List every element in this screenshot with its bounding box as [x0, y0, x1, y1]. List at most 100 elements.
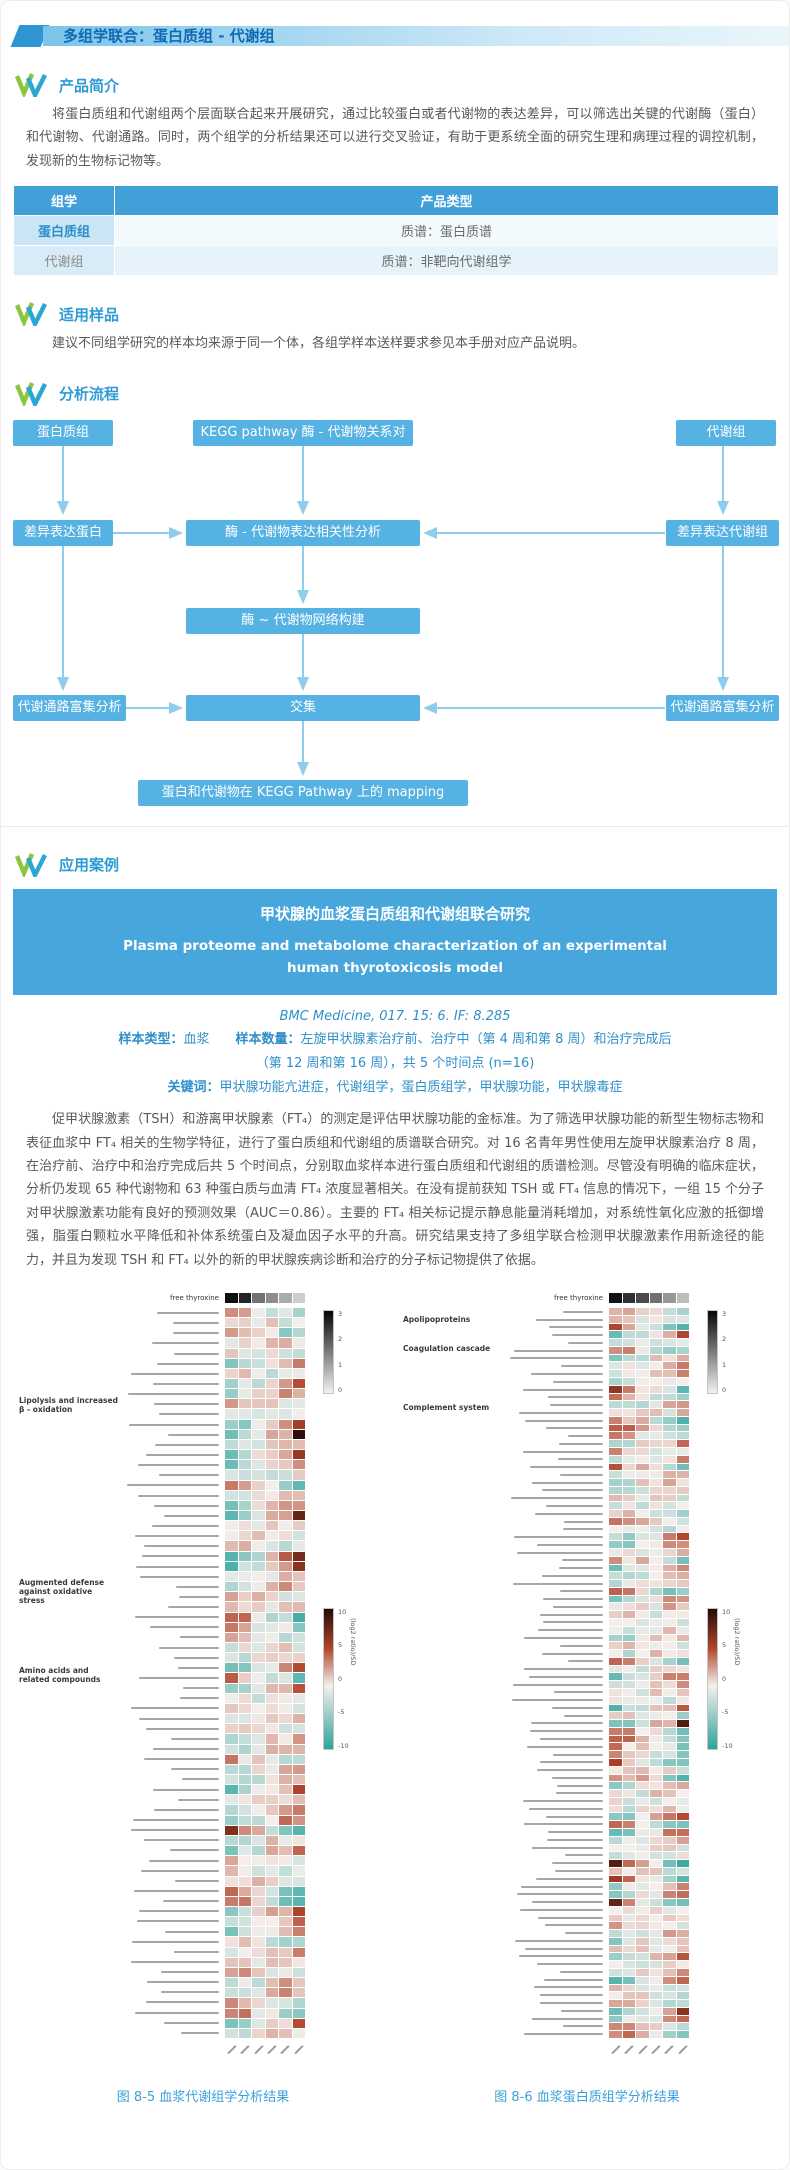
- heatmap-row-label: [152, 1342, 219, 1345]
- heatmap-row-label: [173, 1322, 219, 1325]
- heatmap-cell: [649, 1424, 662, 1432]
- heatmap-cell: [292, 1978, 305, 1988]
- heatmap-cell: [649, 1525, 662, 1533]
- heatmap-cell: [663, 1393, 676, 1401]
- heatmap-row-label: [536, 1769, 603, 1772]
- heatmap-cell: [636, 1486, 649, 1494]
- heatmap-cell: [609, 1346, 622, 1354]
- flow-node-correlation: 酶 - 代谢物表达相关性分析: [186, 519, 420, 546]
- heatmap-cell: [663, 1805, 676, 1813]
- heatmap-cell: [238, 1815, 251, 1825]
- heatmap-cell: [292, 1490, 305, 1500]
- heatmap-cell: [636, 1354, 649, 1362]
- section-head-intro: 产品简介: [15, 73, 775, 97]
- section-title-samples: 适用样品: [59, 305, 120, 324]
- heatmap-cell: [636, 1502, 649, 1510]
- heatmap-cell: [636, 1681, 649, 1689]
- heatmap-cell: [292, 1846, 305, 1856]
- analysis-flowchart: 蛋白质组 KEGG pathway 酶 - 代谢物关系对 代谢组 差异表达蛋白 …: [13, 419, 779, 806]
- heatmap-row-label: [162, 1900, 219, 1903]
- heatmap-cell: [609, 1712, 622, 1720]
- heatmap-cell: [265, 1511, 278, 1521]
- samples-paragraph: 建议不同组学研究的样本均来源于同一个体，各组学样本送样要求参见本手册对应产品说明…: [52, 336, 586, 352]
- heatmap-cell: [676, 1463, 689, 1471]
- heatmap-row-label: [560, 1590, 603, 1593]
- flow-node-kegg-pairs: KEGG pathway 酶 - 代谢物关系对: [193, 419, 413, 446]
- heatmap-cell: [265, 1582, 278, 1592]
- heatmap-cell: [676, 1401, 689, 1409]
- heatmap-cell: [265, 1785, 278, 1795]
- heatmap-row-label: [538, 1916, 603, 1919]
- heatmap-cell: [265, 1774, 278, 1785]
- heatmap-cell: [649, 1354, 662, 1362]
- heatmap-cell: [252, 1439, 265, 1450]
- heatmap-cell: [238, 1886, 251, 1896]
- heatmap-cell: [225, 1561, 238, 1571]
- heatmap-cell: [636, 1603, 649, 1611]
- heatmap-cell: [279, 1429, 292, 1439]
- heatmap-row-label: [153, 1788, 219, 1791]
- heatmap-cell: [225, 1511, 238, 1521]
- heatmap-row-label: [143, 1839, 219, 1842]
- heatmap-cell: [609, 1821, 622, 1828]
- heatmap-row-label: [543, 1598, 603, 1601]
- heatmap-cell: [676, 1572, 689, 1580]
- heatmap-cell: [609, 1517, 622, 1525]
- heatmap-cell: [649, 2015, 662, 2023]
- heatmap-cell: [609, 1315, 622, 1323]
- heatmap-cell: [225, 1957, 238, 1967]
- heatmap-cell: [292, 1511, 305, 1521]
- heatmap-cell: [609, 1797, 622, 1805]
- heatmap-cell: [265, 1825, 278, 1835]
- colorbar-label: (log2 ratio)/SD: [733, 1617, 741, 1666]
- heatmap-cell: [252, 1856, 265, 1866]
- heatmap-cell: [265, 2018, 278, 2028]
- heatmap-cell: [279, 1876, 292, 1886]
- heatmap-row-label: [160, 1991, 219, 1994]
- heatmap-cell: [265, 1805, 278, 1815]
- heatmap-cell: [279, 1947, 292, 1957]
- heatmap-cell: [622, 1782, 635, 1790]
- heatmap-cell: [663, 1315, 676, 1323]
- heatmap-cell: [636, 1432, 649, 1440]
- heatmap-cell: [676, 1968, 689, 1976]
- heatmap-cell: [252, 1632, 265, 1642]
- heatmap-cell: [265, 1876, 278, 1886]
- heatmap-row-label: [152, 1524, 219, 1527]
- heatmap-cell: [238, 1876, 251, 1886]
- heatmap-cell: [622, 1930, 635, 1937]
- heatmap-row-label: [513, 1582, 603, 1585]
- heatmap-cell: [663, 1782, 676, 1790]
- heatmap-row-label: [175, 1879, 219, 1882]
- flow-node-intersection: 交集: [186, 694, 420, 721]
- heatmap-cell: [225, 1693, 238, 1703]
- heatmap-cell: [252, 1947, 265, 1957]
- heatmap-cell: [636, 1712, 649, 1720]
- heatmap-cell: [265, 1592, 278, 1602]
- heatmap-cell: [676, 2000, 689, 2007]
- heatmap-cell: [663, 1362, 676, 1370]
- heatmap-cell: [279, 1551, 292, 1561]
- heatmap-cell: [622, 1346, 635, 1354]
- heatmap-cell: [609, 1393, 622, 1401]
- heatmap-cell: [676, 1517, 689, 1525]
- heatmap-cell: [238, 2018, 251, 2028]
- heatmap-cell: [609, 1673, 622, 1681]
- heatmap-cell: [663, 1813, 676, 1821]
- heatmap-cell: [676, 1634, 689, 1642]
- heatmap-x-tick: [227, 2045, 237, 2054]
- table-header-row: 组学 产品类型: [13, 185, 779, 217]
- heatmap-cell: [663, 1580, 676, 1587]
- heatmap-cell: [649, 2000, 662, 2007]
- heatmap-cell: [622, 1626, 635, 1634]
- heatmap-cell: [663, 1650, 676, 1657]
- heatmap-row-label: [567, 1660, 603, 1663]
- heatmap-cell: [636, 1968, 649, 1976]
- heatmap-cell: [265, 1917, 278, 1927]
- heatmap-cell: [676, 1720, 689, 1727]
- flow-node-proteome: 蛋白质组: [13, 419, 113, 446]
- heatmap-row-label: [511, 1497, 603, 1500]
- heatmap-row-label: [131, 1960, 219, 1963]
- heatmap-cell: [225, 1886, 238, 1896]
- heatmap-cell: [238, 1439, 251, 1450]
